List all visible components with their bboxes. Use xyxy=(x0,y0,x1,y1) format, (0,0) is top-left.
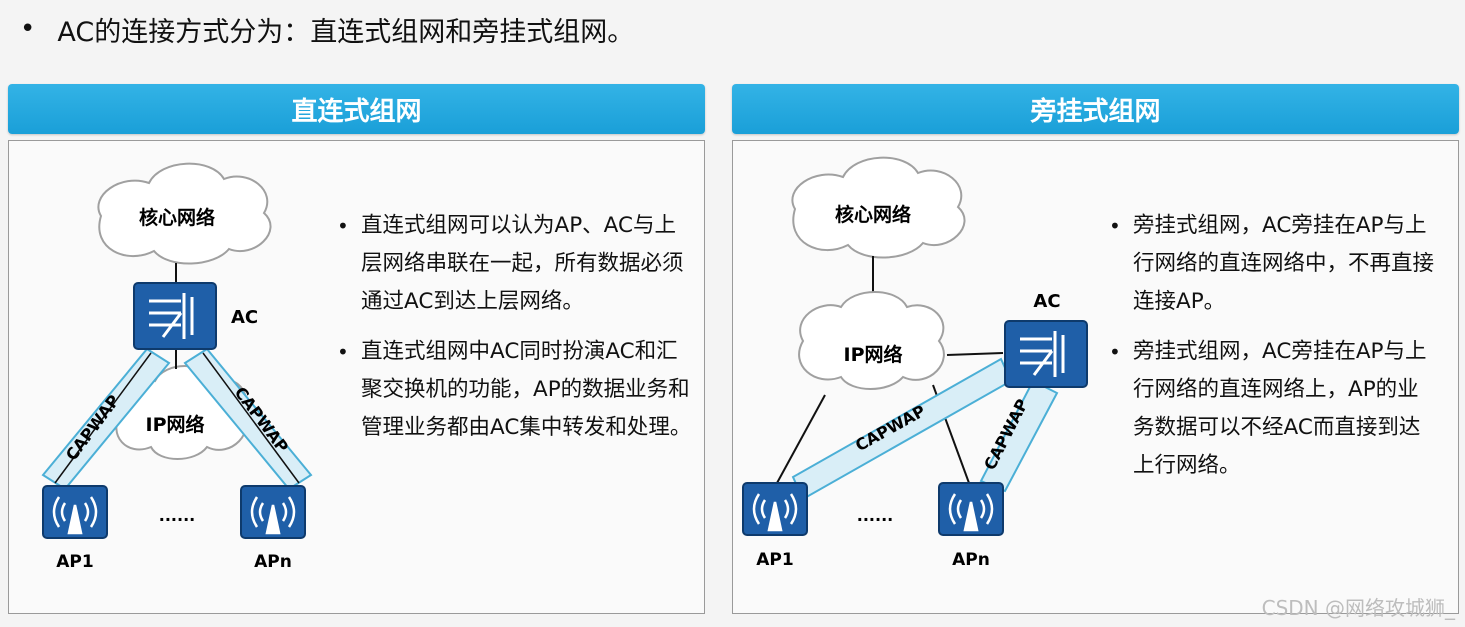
core-network-cloud: 核心网络 xyxy=(791,156,966,259)
wireless-icon xyxy=(52,496,98,535)
left-panel: 核心网络 IP网络 CAPWAP CAPWAP xyxy=(8,140,705,614)
direct-network-diagram: 核心网络 IP网络 CAPWAP CAPWAP xyxy=(41,162,313,572)
wireless-icon xyxy=(948,493,994,532)
right-panel-header: 旁挂式组网 xyxy=(732,84,1459,134)
right-panel: 核心网络 IP网络 CAPWAP CAPWAP AC xyxy=(732,140,1459,614)
ap1-label: AP1 xyxy=(756,550,793,570)
ap-ellipsis: ...... xyxy=(857,506,893,525)
left-bullet-2: 直连式组网中AC同时扮演AC和汇聚交换机的功能，AP的数据业务和管理业务都由AC… xyxy=(337,333,692,447)
core-network-label: 核心网络 xyxy=(835,203,911,226)
apn-label: APn xyxy=(952,550,990,570)
ac-label: AC xyxy=(1033,291,1060,312)
apn-device: APn xyxy=(938,482,1004,570)
left-panel-header: 直连式组网 xyxy=(8,84,705,134)
ac-icon xyxy=(149,293,194,339)
left-bullet-1: 直连式组网可以认为AP、AC与上层网络串联在一起，所有数据必须通过AC到达上层网… xyxy=(337,207,692,321)
ip-network-cloud: IP网络 xyxy=(798,291,945,390)
ip-network-label: IP网络 xyxy=(146,413,205,436)
apn-device: APn xyxy=(240,485,306,572)
right-bullet-1: 旁挂式组网，AC旁挂在AP与上行网络的直连网络中，不再直接连接AP。 xyxy=(1109,207,1439,321)
apn-label: APn xyxy=(254,552,292,572)
ap1-device: AP1 xyxy=(742,482,808,570)
core-network-label: 核心网络 xyxy=(139,206,215,229)
wireless-icon xyxy=(250,496,296,535)
core-network-cloud: 核心网络 xyxy=(97,162,272,265)
ip-ap1-link xyxy=(776,394,826,484)
heading: • AC的连接方式分为：直连式组网和旁挂式组网。 xyxy=(20,6,634,52)
heading-text: AC的连接方式分为：直连式组网和旁挂式组网。 xyxy=(57,16,635,48)
ac-icon xyxy=(1020,331,1065,377)
ap1-device: AP1 xyxy=(42,485,108,572)
ip-network-label: IP网络 xyxy=(844,343,903,366)
capwap-tunnel-apn: CAPWAP xyxy=(979,379,1059,493)
ac-label: AC xyxy=(231,307,258,328)
ip-ac-link xyxy=(946,352,1004,356)
left-bullet-list: 直连式组网可以认为AP、AC与上层网络串联在一起，所有数据必须通过AC到达上层网… xyxy=(337,207,692,459)
heading-bullet: • xyxy=(20,14,36,44)
right-bullet-2: 旁挂式组网，AC旁挂在AP与上行网络的直连网络上，AP的业务数据可以不经AC而直… xyxy=(1109,333,1439,485)
watermark: CSDN @网络攻城狮_ xyxy=(1261,596,1455,620)
right-bullet-list: 旁挂式组网，AC旁挂在AP与上行网络的直连网络中，不再直接连接AP。 旁挂式组网… xyxy=(1109,207,1439,497)
ac-device: AC xyxy=(1004,291,1088,388)
bypass-network-diagram: 核心网络 IP网络 CAPWAP CAPWAP AC xyxy=(742,156,1088,570)
ap1-label: AP1 xyxy=(56,552,93,572)
ac-device: AC xyxy=(133,282,258,350)
ap-ellipsis: ...... xyxy=(159,506,195,525)
wireless-icon xyxy=(752,493,798,532)
